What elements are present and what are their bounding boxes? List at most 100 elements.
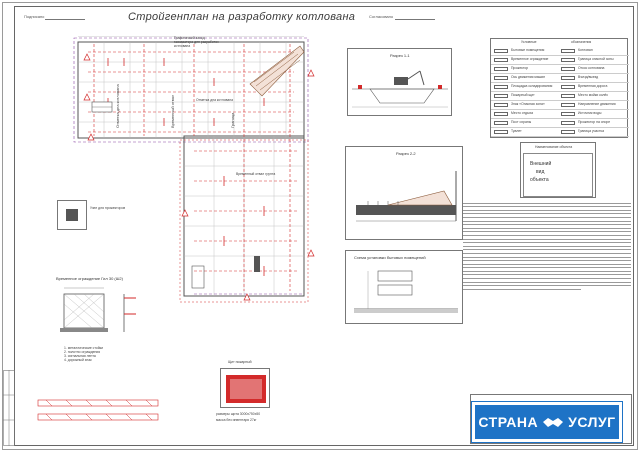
legend-item-label: Пост охраны	[511, 120, 532, 124]
cabins-scheme: Схема установки бытовых помещений	[345, 250, 463, 324]
signed-label: Подписано	[24, 14, 45, 19]
legend-item-label: Котлован	[578, 48, 593, 52]
legend-item-label: Граница участка	[578, 129, 604, 133]
legend-symbol-icon	[561, 67, 575, 71]
legend-row: Бытовые помещения Котлован	[491, 47, 629, 56]
legend-row: Временное ограждение Граница опасной зоны	[491, 56, 629, 65]
legend-item-label: Площадка складирования	[511, 84, 553, 88]
legend-symbol-icon	[561, 94, 575, 98]
building-card-frame: Внешний вид объекта	[523, 153, 593, 197]
section-2-2-drawing	[356, 171, 457, 222]
fire-shield-box	[220, 368, 270, 408]
legend-item-label: Место мойки колёс	[578, 93, 609, 97]
notes-text-block	[463, 200, 631, 325]
drawing-frame	[14, 6, 634, 446]
title-block	[470, 394, 632, 444]
fire-shield-inner	[230, 379, 262, 399]
legend-item-label: Временная дорога	[578, 84, 608, 88]
plan-label-excavator: Графический заход экскаватора для разраб…	[174, 36, 219, 48]
legend-symbol-icon	[494, 58, 508, 62]
detail-post	[66, 209, 78, 221]
svg-text:Граница: Граница	[230, 112, 235, 128]
fire-shield-title: Щит пожарный	[228, 360, 252, 364]
legend-row: Ось движения машин Въезд/выезд	[491, 74, 629, 83]
legend-item-label: Въезд/выезд	[578, 75, 599, 79]
detail-label: Узел для прожекторов	[90, 206, 126, 210]
legend-symbol-icon	[494, 85, 508, 89]
legend-row: Прожектор Откос котлована	[491, 65, 629, 74]
legend-symbol-icon	[494, 76, 508, 80]
plan-label-boundary: Отметка дна котлована	[196, 98, 234, 102]
legend-item-label: Место отдыха	[511, 111, 533, 115]
signed-line	[45, 19, 85, 20]
sheet-title: Стройгенплан на разработку котлована	[128, 11, 356, 23]
logo-text-left: СТРАНА	[478, 414, 539, 430]
section-1-1-title: Разрез 1-1	[390, 53, 410, 58]
section-2-2: Разрез 2-2	[345, 146, 463, 240]
fence-note-2: 2. полотно ограждения	[64, 350, 101, 354]
svg-text:Временный отвал: Временный отвал	[170, 94, 175, 128]
legend-symbol-icon	[561, 130, 575, 134]
legend-row: Туалет Граница участка	[491, 128, 629, 137]
legend-item-label: Граница опасной зоны	[578, 57, 614, 61]
legend-row: Пожарный щит Место мойки колёс	[491, 92, 629, 101]
legend-row: Знак «Опасная зона» Направление движения	[491, 101, 629, 110]
legend-symbol-icon	[561, 49, 575, 53]
site-plan: Отметка дна котлована Временный отвал Гр…	[73, 36, 315, 303]
legend-item-label: Пожарный щит	[511, 93, 535, 97]
agreed-label: Согласовано	[369, 14, 394, 19]
fence-title: Временное ограждение Гил 30 (Ш2)	[56, 276, 123, 281]
legend-item-label: Откос котлована	[578, 66, 605, 70]
detail-box	[57, 200, 87, 230]
section-2-2-title: Разрез 2-2	[396, 151, 416, 156]
plan-label-dump: Временный отвал грунта	[236, 172, 276, 176]
fire-shield-red	[226, 375, 266, 403]
building-card-line-2: вид	[536, 169, 545, 175]
legend: Условные обозначения Бытовые помещения Ко…	[490, 38, 629, 138]
legend-item-label: Направление движения	[578, 102, 616, 106]
legend-symbol-icon	[561, 76, 575, 80]
legend-symbol-icon	[494, 94, 508, 98]
legend-item-label: Туалет	[511, 129, 522, 133]
legend-item-label: Прожектор	[511, 66, 529, 70]
handshake-icon	[543, 418, 564, 427]
fire-shield-text-2: масса без инвентаря 27кг	[216, 418, 257, 422]
section-1-1-drawing	[352, 70, 448, 108]
legend-symbol-icon	[494, 49, 508, 53]
legend-row: Место отдыха Источник воды	[491, 110, 629, 119]
legend-item-label: Источник воды	[578, 111, 602, 115]
legend-item-label: Бытовые помещения	[511, 48, 545, 52]
fence-note-4: 4. дорожный знак	[64, 358, 92, 362]
fence-note-3: 3. сигнальная лента	[64, 354, 96, 358]
fence-note-1: 1. металлические стойки	[64, 346, 104, 350]
legend-item-label: Прожектор на опоре	[578, 120, 611, 124]
fence-notes: 1. металлические стойки 2. полотно ограж…	[64, 346, 103, 362]
svg-text:Отметка дна котлована: Отметка дна котлована	[115, 84, 120, 128]
legend-symbol-icon	[561, 103, 575, 107]
building-card-line-1: Внешний	[530, 161, 552, 167]
building-card-header: Наименование объекта	[535, 145, 573, 149]
legend-symbol-icon	[494, 67, 508, 71]
building-card-line-3: объекта	[530, 177, 549, 183]
legend-symbol-icon	[561, 121, 575, 125]
legend-item-label: Временное ограждение	[511, 57, 549, 61]
cabins-title: Схема установки бытовых помещений	[354, 255, 426, 260]
cabins-drawing	[354, 270, 458, 313]
legend-symbol-icon	[561, 112, 575, 116]
legend-item-label: Знак «Опасная зона»	[511, 102, 545, 106]
logo-text-right: УСЛУГ	[568, 414, 616, 430]
legend-symbol-icon	[494, 121, 508, 125]
legend-row: Пост охраны Прожектор на опоре	[491, 119, 629, 128]
legend-symbol-icon	[494, 103, 508, 107]
legend-header-right: обозначения	[571, 40, 592, 44]
strana-uslug-logo: СТРАНА УСЛУГ	[472, 402, 622, 442]
section-1-1: Разрез 1-1	[347, 48, 452, 116]
legend-symbol-icon	[494, 130, 508, 134]
legend-symbol-icon	[561, 85, 575, 89]
fence-drawing	[60, 287, 136, 332]
fence-plan-strips	[37, 399, 159, 421]
legend-item-label: Ось движения машин	[511, 75, 546, 79]
legend-header-left: Условные	[521, 40, 537, 44]
legend-symbol-icon	[494, 112, 508, 116]
